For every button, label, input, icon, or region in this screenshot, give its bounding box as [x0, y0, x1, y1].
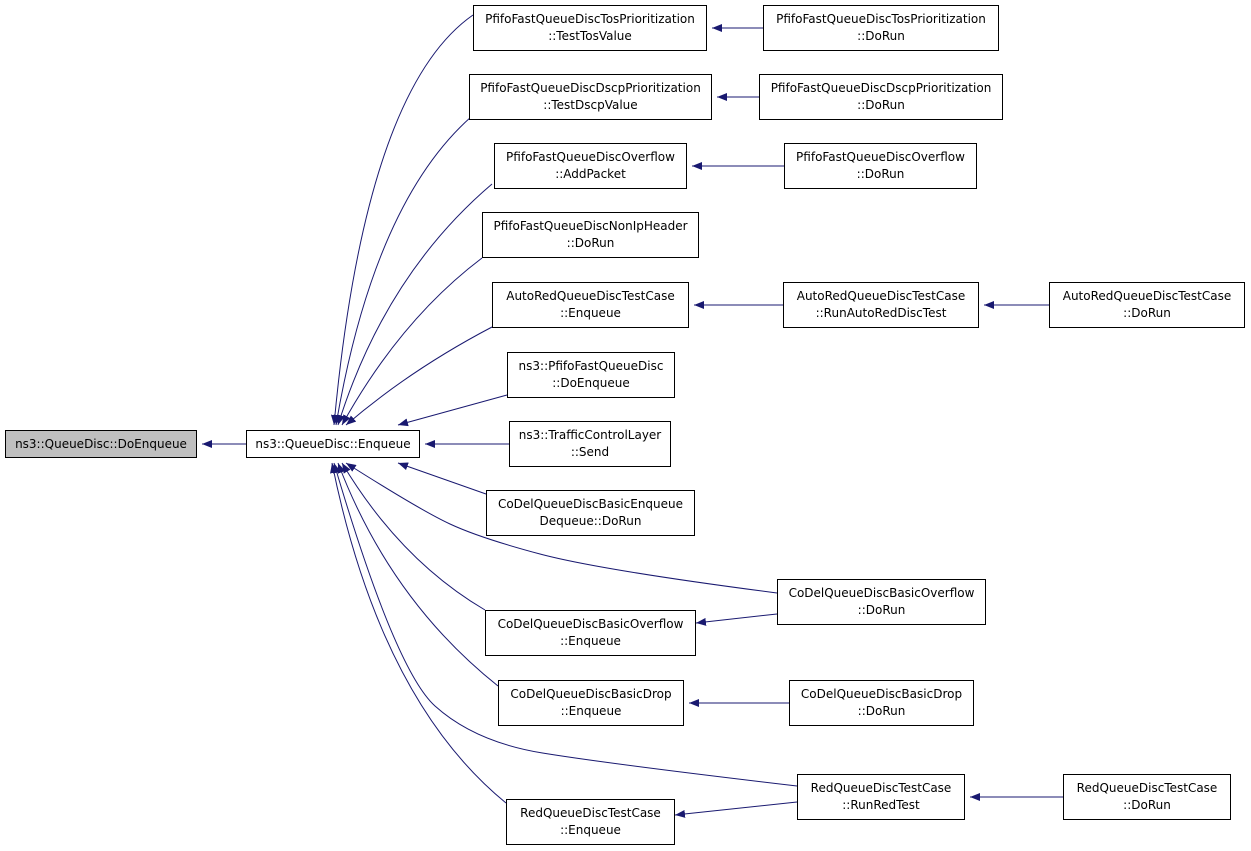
edge-pfifo-doenq-to-enqueue: [397, 394, 508, 427]
node-label-line: RedQueueDiscTestCase: [520, 806, 661, 820]
node-label-line: ::Enqueue: [560, 704, 622, 718]
node-autored-test[interactable]: AutoRedQueueDiscTestCase::RunAutoRedDisc…: [783, 282, 979, 328]
node-label-line: ::DoRun: [1123, 306, 1171, 320]
node-label-line: ::DoRun: [857, 704, 906, 718]
node-label-line: PfifoFastQueueDiscDscpPrioritization: [770, 81, 992, 95]
node-label-line: Dequeue::DoRun: [539, 514, 642, 528]
node-label-line: ns3::PfifoFastQueueDisc: [518, 359, 664, 373]
node-label-line: RedQueueDiscTestCase: [810, 781, 952, 795]
node-label-line: AutoRedQueueDiscTestCase: [506, 289, 675, 303]
node-label-line: ::DoEnqueue: [552, 376, 630, 390]
node-label-line: ::DoRun: [1123, 798, 1171, 812]
node-label-line: CoDelQueueDiscBasicDrop: [510, 687, 672, 701]
node-enqueue[interactable]: ns3::QueueDisc::Enqueue: [246, 430, 420, 458]
node-autored-run[interactable]: AutoRedQueueDiscTestCase::DoRun: [1049, 282, 1245, 328]
node-label-line: CoDelQueueDiscBasicOverflow: [497, 617, 684, 631]
node-label-line: PfifoFastQueueDiscOverflow: [506, 150, 675, 164]
edge-tos-test-to-enqueue: [330, 14, 474, 426]
node-autored-enq[interactable]: AutoRedQueueDiscTestCase::Enqueue: [492, 282, 689, 328]
node-label-line: AutoRedQueueDiscTestCase: [796, 289, 966, 303]
node-dscp-run[interactable]: PfifoFastQueueDiscDscpPrioritization::Do…: [759, 74, 1003, 120]
node-label-line: CoDelQueueDiscBasicOverflow: [788, 586, 975, 600]
node-doenqueue[interactable]: ns3::QueueDisc::DoEnqueue: [5, 430, 197, 458]
node-red-run[interactable]: RedQueueDiscTestCase::DoRun: [1063, 774, 1231, 820]
node-label-line: PfifoFastQueueDiscOverflow: [796, 150, 965, 164]
node-label-line: ns3::TrafficControlLayer: [518, 428, 662, 442]
node-label-line: ::DoRun: [566, 236, 615, 250]
node-red-runtest[interactable]: RedQueueDiscTestCase::RunRedTest: [797, 774, 965, 820]
node-label-line: ::DoRun: [857, 29, 905, 43]
edge-codel-basic-to-enqueue: [397, 462, 487, 495]
node-label-line: ns3::QueueDisc::Enqueue: [255, 436, 411, 451]
edge-red-runtest-to-enqueue: [332, 462, 798, 787]
edge-codel-ovf-run-to-codel-ovf-enq: [695, 613, 778, 626]
node-pfifo-doenq[interactable]: ns3::PfifoFastQueueDisc::DoEnqueue: [507, 352, 675, 398]
node-label-line: CoDelQueueDiscBasicDrop: [800, 687, 963, 701]
node-label-line: CoDelQueueDiscBasicEnqueue: [497, 497, 684, 511]
node-label-line: ::TestTosValue: [548, 29, 632, 43]
node-label-line: ::Enqueue: [560, 634, 621, 648]
node-tcl-send[interactable]: ns3::TrafficControlLayer::Send: [509, 421, 671, 467]
edge-codel-ovf-run-to-enqueue: [345, 462, 778, 594]
edge-red-enq-to-enqueue: [330, 462, 507, 804]
node-red-enq[interactable]: RedQueueDiscTestCase::Enqueue: [506, 799, 675, 845]
node-tos-run[interactable]: PfifoFastQueueDiscTosPrioritization::DoR…: [763, 5, 999, 51]
edge-red-runtest-to-red-enq: [674, 801, 798, 818]
node-label-line: ::Enqueue: [560, 306, 621, 320]
node-label-line: ::Enqueue: [560, 823, 621, 837]
node-label-line: ::AddPacket: [555, 167, 626, 181]
node-label-line: AutoRedQueueDiscTestCase: [1062, 289, 1232, 303]
node-label-line: ::DoRun: [856, 167, 905, 181]
node-label-line: PfifoFastQueueDiscNonIpHeader: [493, 219, 688, 233]
node-ovf-run[interactable]: PfifoFastQueueDiscOverflow::DoRun: [784, 143, 977, 189]
edge-autored-enq-to-enqueue: [345, 326, 493, 426]
node-codel-ovf-enq[interactable]: CoDelQueueDiscBasicOverflow::Enqueue: [485, 610, 696, 656]
node-label-line: ns3::QueueDisc::DoEnqueue: [15, 436, 187, 451]
edge-nonip-to-enqueue: [341, 257, 483, 426]
node-label-line: RedQueueDiscTestCase: [1076, 781, 1218, 795]
node-codel-drop-enq[interactable]: CoDelQueueDiscBasicDrop::Enqueue: [498, 680, 684, 726]
node-label-line: PfifoFastQueueDiscTosPrioritization: [485, 12, 695, 26]
node-label-line: PfifoFastQueueDiscTosPrioritization: [776, 12, 986, 26]
edge-codel-drop-enq-to-enqueue: [337, 462, 499, 687]
node-ovf-add[interactable]: PfifoFastQueueDiscOverflow::AddPacket: [494, 143, 687, 189]
edge-ovf-add-to-enqueue: [337, 183, 493, 426]
node-label-line: ::Send: [570, 445, 610, 459]
node-label-line: PfifoFastQueueDiscDscpPrioritization: [480, 81, 701, 95]
node-codel-drop-run[interactable]: CoDelQueueDiscBasicDrop::DoRun: [789, 680, 974, 726]
node-dscp-test[interactable]: PfifoFastQueueDiscDscpPrioritization::Te…: [469, 74, 712, 120]
edge-codel-ovf-enq-to-enqueue: [341, 462, 486, 611]
node-label-line: ::RunRedTest: [842, 798, 920, 812]
node-codel-ovf-run[interactable]: CoDelQueueDiscBasicOverflow::DoRun: [777, 579, 986, 625]
node-label-line: ::TestDscpValue: [543, 98, 638, 112]
node-nonip[interactable]: PfifoFastQueueDiscNonIpHeader::DoRun: [482, 212, 699, 258]
node-label-line: ::DoRun: [857, 98, 905, 112]
edge-dscp-test-to-enqueue: [333, 106, 484, 426]
node-tos-test[interactable]: PfifoFastQueueDiscTosPrioritization::Tes…: [473, 5, 707, 51]
node-label-line: ::RunAutoRedDiscTest: [815, 306, 947, 320]
node-label-line: ::DoRun: [857, 603, 906, 617]
